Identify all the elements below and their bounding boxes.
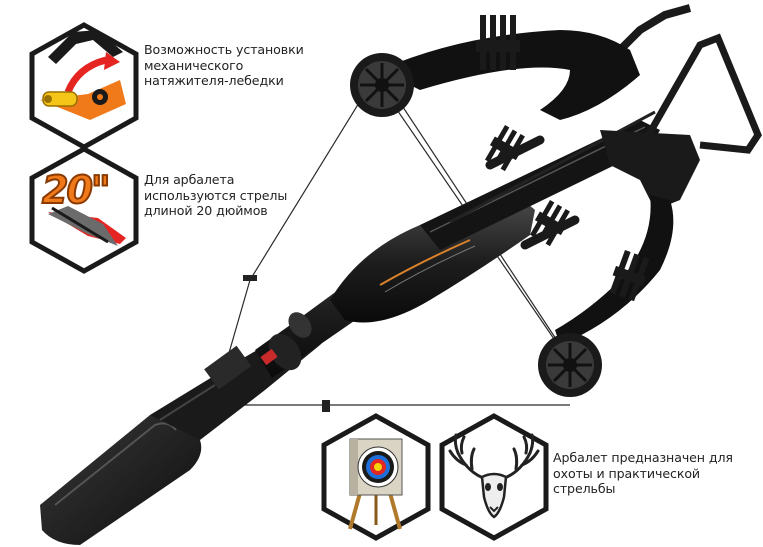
feature-hex-deer (438, 413, 550, 541)
feature-caption-arrow: Для арбалета используются стрелы длиной … (144, 172, 288, 218)
feature-hex-winch (28, 22, 140, 150)
string-damper-bottom (322, 400, 330, 412)
crossbow-limbs (380, 30, 674, 345)
target-icon (321, 413, 431, 541)
crossbow-body (330, 198, 535, 323)
crossbow-stock-pad (40, 411, 202, 545)
feature-hex-target (320, 413, 432, 541)
stabilizer-arms (485, 135, 580, 250)
crossbow-cam-bottom (538, 333, 602, 397)
feature-hex-arrow: 20" (28, 146, 140, 274)
arrow-length-badge: 20" (41, 167, 112, 213)
deer-skull-icon (439, 413, 549, 541)
string-damper-left (243, 275, 257, 281)
crossbow-trigger-assembly (600, 4, 762, 210)
arrow-20-inch-icon (48, 206, 126, 246)
winch-cocking-icon (29, 22, 139, 150)
feature-caption-winch: Возможность установки механического натя… (144, 42, 304, 88)
crossbow-cam-top (350, 53, 414, 117)
feature-caption-purpose: Арбалет предназначен для охоты и практич… (553, 450, 733, 496)
